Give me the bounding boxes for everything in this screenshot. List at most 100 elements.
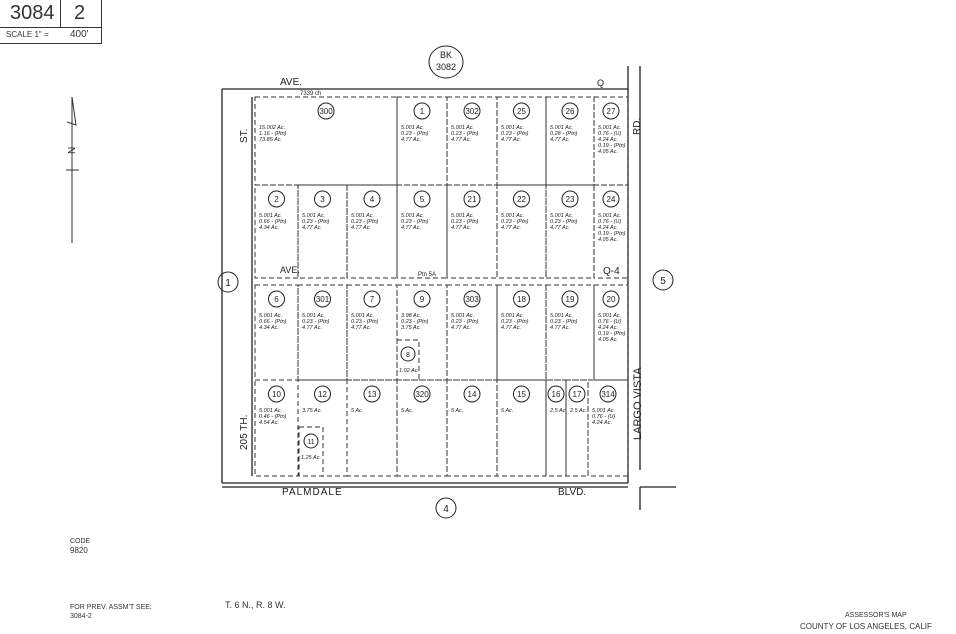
parcel-acreage: 0.23 - (Ptn) bbox=[501, 319, 529, 325]
parcel-number: 4 bbox=[370, 195, 375, 204]
dimension-label-mid: Ptn 5A bbox=[418, 272, 436, 278]
parcel-16[interactable]: 162.5 Ac. bbox=[545, 379, 567, 477]
parcel-1[interactable]: 15.001 Ac.0.23 - (Ptn)4.77 Ac. bbox=[396, 96, 448, 186]
parcel-number-circle bbox=[463, 190, 481, 208]
parcel-acreage: 5.001 Ac. bbox=[259, 313, 282, 319]
parcel-number-circle bbox=[602, 190, 620, 208]
parcel-number: 23 bbox=[566, 195, 575, 204]
parcel-acreage: 73.85 Ac. bbox=[259, 137, 282, 143]
parcel-4[interactable]: 45.001 Ac.0.23 - (Ptn)4.77 Ac. bbox=[346, 184, 398, 279]
parcel-number: 22 bbox=[517, 195, 526, 204]
parcel-acreage: 0.23 - (Ptn) bbox=[451, 319, 479, 325]
parcel-5[interactable]: 55.001 Ac.0.23 - (Ptn)4.77 Ac. bbox=[396, 184, 448, 279]
parcel-number-circle bbox=[599, 385, 617, 403]
parcel-26[interactable]: 265.001 Ac.0.28 - (Ptn)4.77 Ac. bbox=[545, 96, 595, 186]
parcel-15[interactable]: 155 Ac. bbox=[496, 379, 547, 477]
parcel-acreage: 5.001 Ac. bbox=[259, 213, 282, 219]
parcel-acreage: 5 Ac. bbox=[501, 408, 513, 414]
parcel-11[interactable]: 111.25 Ac. bbox=[298, 426, 324, 477]
parcel-6[interactable]: 65.001 Ac.0.66 - (Ptn)4.34 Ac. bbox=[254, 284, 299, 381]
parcel-9[interactable]: 93.98 Ac.0.23 - (Ptn)3.75 Ac. bbox=[396, 284, 448, 381]
parcel-18[interactable]: 18 5.001 Ac.0.23 - (Ptn)4.77 Ac. bbox=[496, 284, 547, 381]
parcel-acreage: 4.77 Ac. bbox=[401, 137, 421, 143]
parcel-acreage: 4.77 Ac. bbox=[451, 225, 471, 231]
adjacent-page-east[interactable]: 5 bbox=[652, 269, 674, 291]
parcel-number: 320 bbox=[415, 390, 429, 399]
parcel-acreage: 4.77 Ac. bbox=[451, 325, 471, 331]
parcel-number: 18 bbox=[517, 295, 526, 304]
parcel-27[interactable]: 275.001 Ac.0.76 - (U)4.24 Ac.0.19 - (Ptn… bbox=[593, 96, 629, 186]
parcel-acreage: 0.23 - (Ptn) bbox=[550, 219, 578, 225]
parcel-22[interactable]: 225.001 Ac.0.23 - (Ptn)4.77 Ac. bbox=[496, 184, 547, 279]
parcel-acreage: 0.23 - (Ptn) bbox=[351, 319, 379, 325]
street-label-q: Q bbox=[597, 78, 604, 88]
parcel-number-circle bbox=[413, 290, 431, 308]
parcel-number-circle bbox=[314, 385, 331, 403]
parcel-number: 12 bbox=[318, 390, 327, 399]
parcel-acreage: 5.001 Ac. bbox=[451, 213, 474, 219]
parcel-acreage: 5 Ac. bbox=[401, 408, 413, 414]
parcel-number: 6 bbox=[274, 295, 279, 304]
street-label-q4: Q-4 bbox=[603, 266, 620, 277]
parcel-number-circle bbox=[561, 190, 579, 208]
parcel-number-circle bbox=[314, 290, 331, 308]
parcel-acreage: 4.77 Ac. bbox=[501, 325, 521, 331]
parcel-13[interactable]: 135 Ac. bbox=[346, 379, 398, 477]
parcel-24[interactable]: 245.001 Ac.0.76 - (U)4.24 Ac.0.19 - (Ptn… bbox=[593, 184, 629, 279]
adjacent-page-west[interactable]: 1 bbox=[217, 271, 239, 293]
parcel-acreage: 0.23 - (Ptn) bbox=[501, 131, 529, 137]
parcel-number-circle bbox=[513, 190, 530, 208]
parcel-number: 7 bbox=[370, 295, 375, 304]
parcel-acreage: 5.001 Ac. bbox=[302, 213, 325, 219]
parcel-number-circle bbox=[303, 433, 319, 449]
adjacent-page-south[interactable]: 4 bbox=[435, 497, 457, 519]
parcel-boundary bbox=[346, 184, 398, 279]
parcel-3[interactable]: 35.001 Ac.0.23 - (Ptn)4.77 Ac. bbox=[297, 184, 348, 279]
parcel-acreage: 0.23 - (Ptn) bbox=[501, 219, 529, 225]
parcel-acreage: 5.001 Ac. bbox=[302, 313, 325, 319]
parcel-320[interactable]: 320 5 Ac. bbox=[396, 379, 448, 477]
parcel-17[interactable]: 172.5 Ac. bbox=[565, 379, 589, 477]
parcel-19[interactable]: 195.001 Ac.0.23 - (Ptn)4.77 Ac. bbox=[545, 284, 595, 381]
parcel-acreage: 5.001 Ac. bbox=[592, 408, 615, 414]
parcel-acreage: 4.77 Ac. bbox=[501, 225, 521, 231]
parcel-acreage: 0.23 - (Ptn) bbox=[351, 219, 379, 225]
parcel-number: 314 bbox=[601, 390, 615, 399]
parcel-number: 9 bbox=[420, 295, 425, 304]
parcel-acreage: 4.54 Ac. bbox=[259, 420, 279, 426]
parcel-acreage: 5.001 Ac. bbox=[550, 125, 573, 131]
parcel-7[interactable]: 75.001 Ac.0.23 - (Ptn)4.77 Ac. bbox=[346, 284, 398, 381]
prev-assessment-value: 3084-2 bbox=[70, 613, 92, 620]
parcel-number-circle bbox=[547, 385, 565, 403]
parcel-acreage: 1.25 Ac. bbox=[301, 455, 321, 461]
parcel-2[interactable]: 25.001 Ac.0.66 - (Ptn)4.34 Ac. bbox=[254, 184, 299, 279]
parcel-8[interactable]: 81.02 Ac. bbox=[396, 339, 420, 381]
parcel-acreage: 5.001 Ac. bbox=[501, 125, 524, 131]
street-label-palmdale: PALMDALE bbox=[282, 487, 343, 498]
parcel-acreage: 0.23 - (Ptn) bbox=[302, 319, 330, 325]
parcel-20[interactable]: 205.001 Ac.0.76 - (U)4.24 Ac.0.19 - (Ptn… bbox=[593, 284, 629, 381]
parcel-acreage: 0.23 - (Ptn) bbox=[401, 319, 429, 325]
parcel-21[interactable]: 215.001 Ac.0.23 - (Ptn)4.77 Ac. bbox=[446, 184, 498, 279]
parcel-boundary bbox=[587, 379, 629, 477]
parcel-number-circle bbox=[268, 290, 285, 308]
parcel-boundary bbox=[565, 379, 589, 477]
parcel-number-circle bbox=[363, 385, 381, 403]
parcel-10[interactable]: 105.001 Ac.0.46 - (Ptn)4.54 Ac. bbox=[254, 379, 299, 477]
parcel-number: 17 bbox=[573, 390, 582, 399]
parcel-23[interactable]: 235.001 Ac.0.23 - (Ptn)4.77 Ac. bbox=[545, 184, 595, 279]
parcel-acreage: 5.001 Ac. bbox=[598, 213, 621, 219]
parcel-25[interactable]: 255.001 Ac.0.23 - (Ptn)4.77 Ac. bbox=[496, 96, 547, 186]
parcel-acreage: 0.66 - (Ptn) bbox=[259, 219, 287, 225]
parcel-acreage: 4.77 Ac. bbox=[302, 225, 322, 231]
parcel-acreage: 5.001 Ac. bbox=[501, 313, 524, 319]
parcel-14[interactable]: 145 Ac. bbox=[446, 379, 498, 477]
parcel-number: 20 bbox=[607, 295, 616, 304]
parcel-number-circle bbox=[268, 385, 285, 403]
parcel-acreage: 5.001 Ac. bbox=[351, 313, 374, 319]
